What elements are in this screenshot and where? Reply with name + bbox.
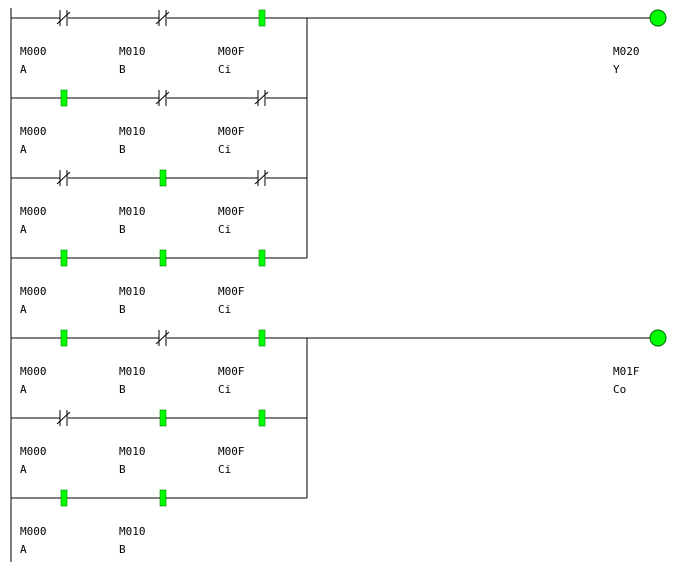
contact-label: B xyxy=(119,383,126,396)
contact-no-icon xyxy=(60,89,68,107)
contact-label: A xyxy=(20,303,27,316)
contact-label: Ci xyxy=(218,303,231,316)
contact-no-icon xyxy=(60,329,68,347)
contact-no-icon xyxy=(258,9,266,27)
contact-label: B xyxy=(119,143,126,156)
contact-label: B xyxy=(119,303,126,316)
contact-slash xyxy=(155,91,170,105)
contact-label: B xyxy=(119,63,126,76)
contact-address: M000 xyxy=(20,445,47,458)
contact-address: M010 xyxy=(119,45,146,58)
contact-slash xyxy=(254,171,269,185)
contact-no-icon xyxy=(258,249,266,267)
contact-address: M000 xyxy=(20,205,47,218)
contact-label: Ci xyxy=(218,223,231,236)
contact-nc-icon xyxy=(56,10,71,26)
contact-label: Ci xyxy=(218,63,231,76)
coil-label: Y xyxy=(613,63,620,76)
contact-nc-icon xyxy=(254,170,269,186)
contact-nc-icon xyxy=(254,90,269,106)
contact-slash xyxy=(254,91,269,105)
coil-icon xyxy=(649,9,667,27)
contact-label: B xyxy=(119,463,126,476)
contact-address: M010 xyxy=(119,365,146,378)
contact-nc-icon xyxy=(56,410,71,426)
rung: M000AM010BM00FCiM000AM010BM00FCiM000AM01… xyxy=(11,9,667,316)
contact-nc-icon xyxy=(56,170,71,186)
contact-address: M010 xyxy=(119,205,146,218)
contact-no-icon xyxy=(159,249,167,267)
contact-slash xyxy=(56,11,71,25)
contact-address: M00F xyxy=(218,205,245,218)
contact-address: M000 xyxy=(20,125,47,138)
contact-label: A xyxy=(20,463,27,476)
contact-nc-icon xyxy=(155,10,170,26)
contact-address: M00F xyxy=(218,365,245,378)
contact-label: A xyxy=(20,63,27,76)
contact-address: M00F xyxy=(218,445,245,458)
contact-label: A xyxy=(20,223,27,236)
contact-no-icon xyxy=(60,249,68,267)
contact-label: A xyxy=(20,383,27,396)
contact-address: M000 xyxy=(20,45,47,58)
coil-address: M020 xyxy=(613,45,640,58)
contact-slash xyxy=(56,171,71,185)
contact-address: M000 xyxy=(20,285,47,298)
coil-icon xyxy=(649,329,667,347)
contact-label: A xyxy=(20,143,27,156)
contact-no-icon xyxy=(258,409,266,427)
contact-address: M000 xyxy=(20,365,47,378)
contact-slash xyxy=(56,411,71,425)
contact-nc-icon xyxy=(155,90,170,106)
contact-address: M010 xyxy=(119,525,146,538)
contact-slash xyxy=(155,11,170,25)
contact-address: M00F xyxy=(218,285,245,298)
contact-slash xyxy=(155,331,170,345)
contact-label: A xyxy=(20,543,27,556)
contact-address: M00F xyxy=(218,45,245,58)
contact-no-icon xyxy=(258,329,266,347)
contact-label: Ci xyxy=(218,383,231,396)
contact-address: M010 xyxy=(119,445,146,458)
contact-no-icon xyxy=(159,169,167,187)
contact-label: Ci xyxy=(218,463,231,476)
contact-label: Ci xyxy=(218,143,231,156)
contact-address: M010 xyxy=(119,125,146,138)
coil-label: Co xyxy=(613,383,626,396)
rung: M000AM010BM00FCiM000AM010BM00FCiM000AM01… xyxy=(11,329,667,556)
contact-address: M000 xyxy=(20,525,47,538)
contact-address: M00F xyxy=(218,125,245,138)
contact-nc-icon xyxy=(155,330,170,346)
contact-no-icon xyxy=(159,409,167,427)
coil-address: M01F xyxy=(613,365,640,378)
contact-no-icon xyxy=(60,489,68,507)
contact-address: M010 xyxy=(119,285,146,298)
contact-label: B xyxy=(119,543,126,556)
contact-no-icon xyxy=(159,489,167,507)
contact-label: B xyxy=(119,223,126,236)
rungs-layer: M000AM010BM00FCiM000AM010BM00FCiM000AM01… xyxy=(11,9,667,556)
